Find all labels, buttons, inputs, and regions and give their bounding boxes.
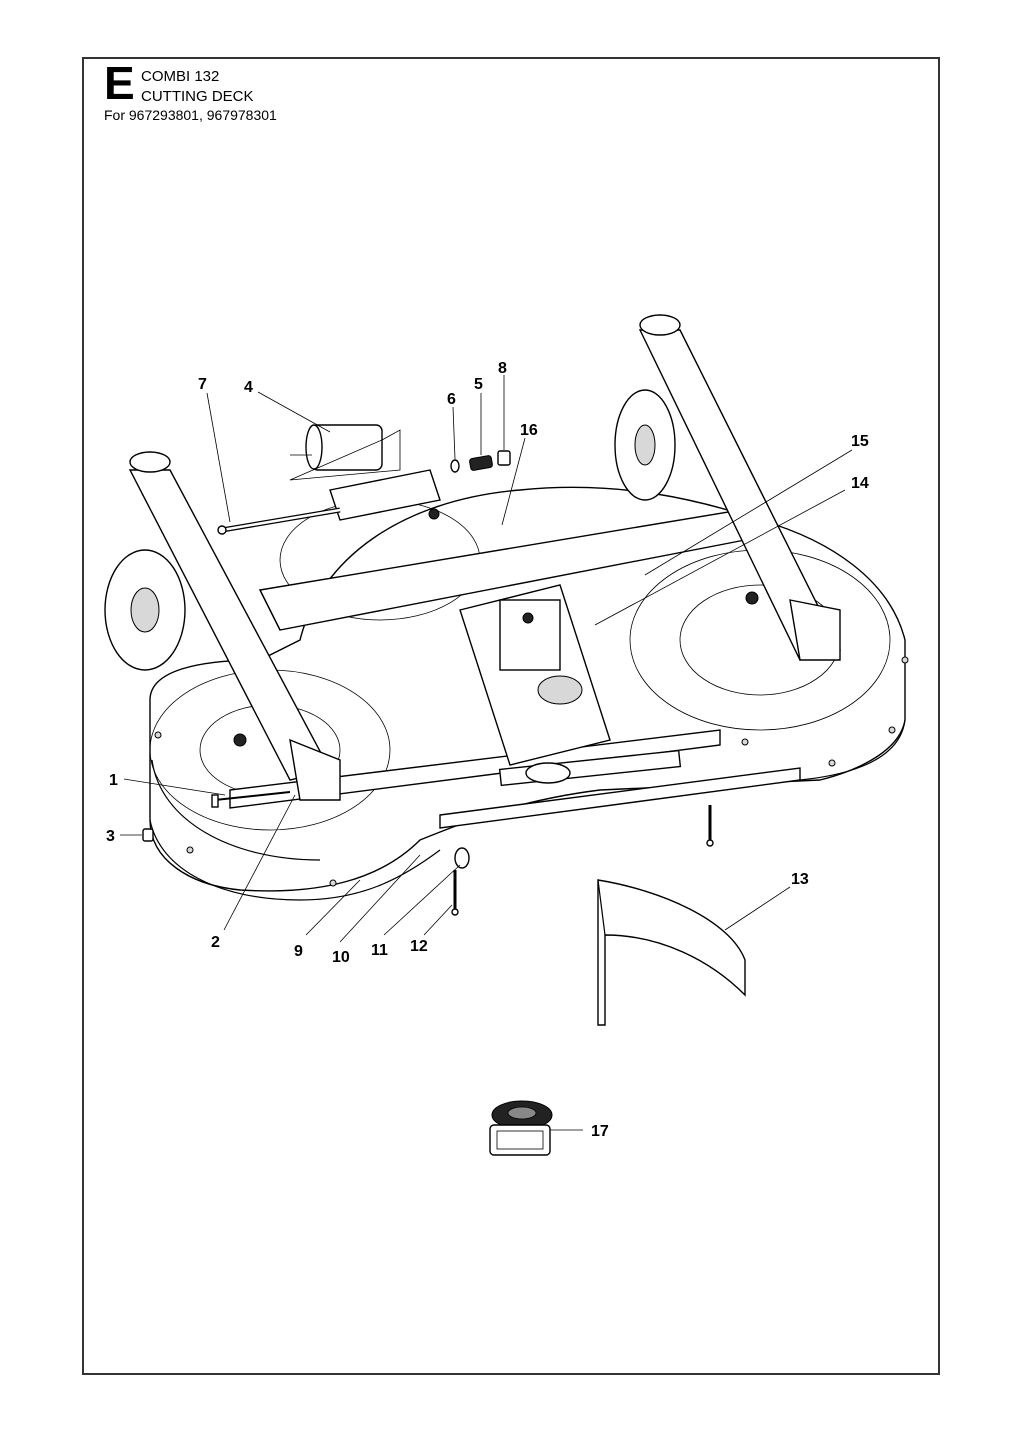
- section-title: CUTTING DECK: [141, 88, 254, 105]
- part-12-bolt: [451, 870, 459, 916]
- callout-14: 14: [851, 475, 869, 492]
- callout-6: 6: [447, 391, 456, 408]
- section-letter: E: [104, 57, 135, 109]
- callout-labels: 1 2 3 4 5 6 7 8 9 10 11 12 13 14 15 16 1…: [106, 360, 869, 1140]
- callout-17: 17: [591, 1123, 609, 1140]
- callout-8: 8: [498, 360, 507, 377]
- callout-10: 10: [332, 949, 350, 966]
- callout-7: 7: [198, 376, 207, 393]
- callout-2: 2: [211, 934, 220, 951]
- part-3-nut: [142, 828, 154, 842]
- part-1-bolt: [211, 791, 291, 808]
- part-5-spring: [469, 455, 493, 471]
- part-4-roller: [289, 424, 401, 481]
- callout-9: 9: [294, 943, 303, 960]
- callout-13: 13: [791, 871, 809, 888]
- left-lift-arm: [104, 451, 341, 801]
- loose-bolt: [706, 805, 714, 847]
- model-applicability: For 967293801, 967978301: [104, 107, 277, 123]
- gearbox-plate: [459, 584, 611, 784]
- right-lift-arm: [614, 314, 842, 661]
- callout-leaders: [120, 375, 853, 1131]
- callout-15: 15: [851, 433, 869, 450]
- callout-16: 16: [520, 422, 538, 439]
- callout-4: 4: [244, 379, 253, 396]
- callout-3: 3: [106, 828, 115, 845]
- page-frame: [82, 57, 940, 1375]
- callout-1: 1: [109, 772, 118, 789]
- model-name: COMBI 132: [141, 68, 220, 85]
- part-8-nut: [497, 450, 511, 466]
- part-17-belt-coil: [489, 1100, 553, 1156]
- callout-12: 12: [410, 938, 428, 955]
- part-13-deflector: [597, 879, 746, 1026]
- callout-11: 11: [371, 942, 388, 959]
- part-7-long-pin: [217, 507, 341, 535]
- callout-5: 5: [474, 376, 483, 393]
- part-6-washer: [450, 459, 460, 473]
- part-11-bush: [454, 847, 470, 869]
